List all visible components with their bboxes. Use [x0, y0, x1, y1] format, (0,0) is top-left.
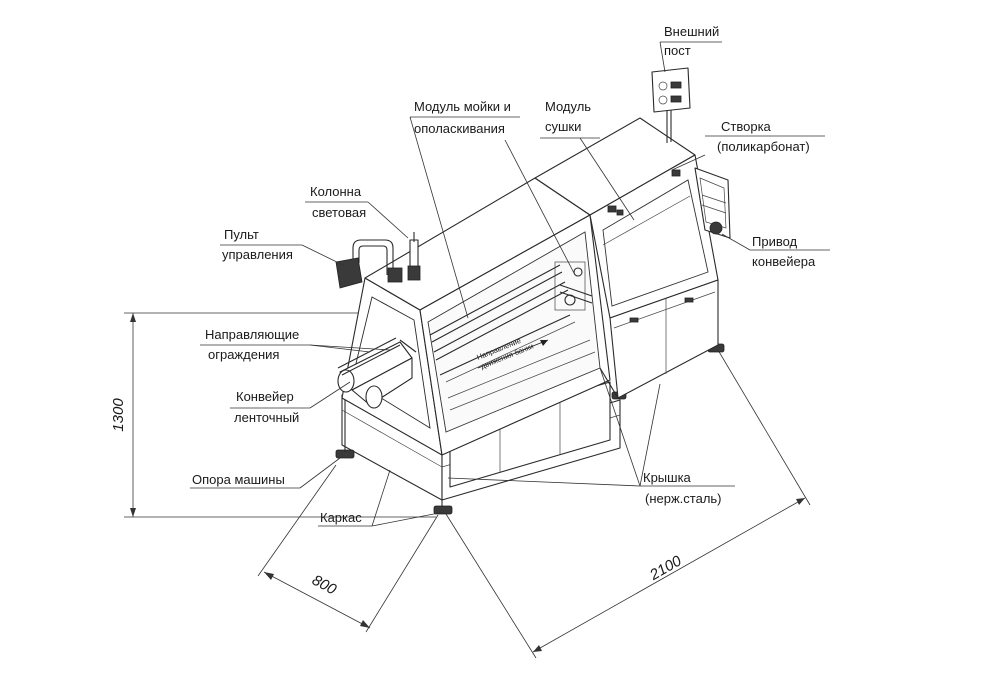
sash-label-line2: (поликарбонат) — [717, 139, 810, 154]
external-post — [651, 67, 691, 143]
cover-label-line1: Крышка — [643, 470, 692, 485]
machine-support-label: Опора машины — [192, 472, 285, 487]
wash-internals — [429, 261, 596, 411]
cover-label-line2: (нерж.сталь) — [645, 491, 722, 506]
control-panel-label-line2: управления — [222, 247, 293, 262]
conveyor-drive — [694, 167, 731, 239]
machine-body: Направление движения банки — [335, 67, 731, 515]
sash-label-line1: Створка — [721, 119, 772, 134]
wash-module-label-line2: ополаскивания — [414, 121, 505, 136]
guide-rails-label-line2: ограждения — [208, 347, 279, 362]
external-post-label-line2: пост — [664, 43, 691, 58]
length-value: 2100 — [646, 552, 685, 584]
wash-module-label-line1: Модуль мойки и — [414, 99, 511, 114]
light-column-label-line2: световая — [312, 205, 366, 220]
width-value: 800 — [309, 572, 340, 599]
external-post-label-line1: Внешний — [664, 24, 719, 39]
labels: Внешний пост Модуль мойки и ополаскивани… — [192, 24, 816, 525]
belt-conveyor-label-line2: ленточный — [234, 410, 299, 425]
light-column — [407, 232, 421, 281]
conveyor-drive-label-line1: Привод — [752, 234, 798, 249]
height-value: 1300 — [110, 398, 127, 432]
belt-conveyor-label-line1: Конвейер — [236, 389, 294, 404]
frame-label: Каркас — [320, 510, 362, 525]
belt-conveyor — [337, 337, 417, 409]
conveyor-drive-label-line2: конвейера — [752, 254, 816, 269]
control-panel-assembly — [335, 239, 403, 289]
control-panel-label-line1: Пульт — [224, 227, 259, 242]
leader-lines — [190, 41, 830, 527]
dry-module-label-line1: Модуль — [545, 99, 591, 114]
light-column-label-line1: Колонна — [310, 184, 362, 199]
dry-module-label-line2: сушки — [545, 119, 581, 134]
lower-cabinet-front — [609, 279, 719, 399]
dimension-width: 800 — [257, 464, 439, 633]
guide-rails-label-line1: Направляющие — [205, 327, 299, 342]
